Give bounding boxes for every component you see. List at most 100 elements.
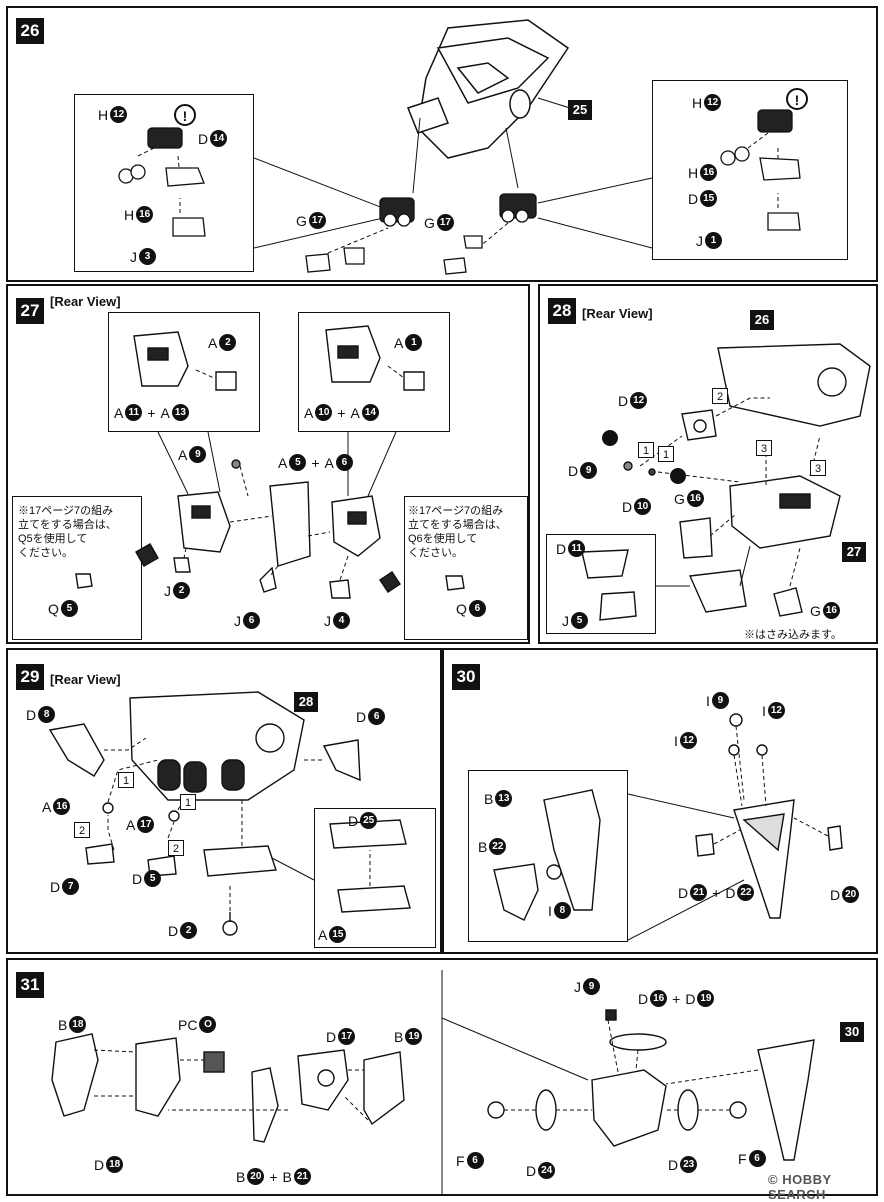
step-27-panel: 27 [Rear View]	[6, 284, 530, 644]
view-label: [Rear View]	[50, 672, 121, 687]
ref-step-26: 26	[750, 310, 774, 330]
step-number: 31	[16, 972, 44, 998]
sequence-marker: 1	[118, 772, 134, 788]
step-number: 28	[548, 298, 576, 324]
sequence-marker: 3	[810, 460, 826, 476]
step-30-drawing	[493, 713, 843, 941]
note-box-right	[404, 496, 528, 640]
view-label: [Rear View]	[50, 294, 121, 309]
step-26-panel: 26	[6, 6, 878, 282]
step-31-drawing	[51, 970, 815, 1196]
sequence-marker: 1	[180, 794, 196, 810]
step-number: 27	[16, 298, 44, 324]
ref-step-30: 30	[840, 1022, 864, 1042]
detail-box-right	[652, 80, 848, 260]
note-right: ※17ページ7の組み 立てをする場合は、 Q6を使用して ください。	[408, 505, 507, 559]
sequence-marker: 1	[638, 442, 654, 458]
step-31-panel: 31	[6, 958, 878, 1202]
caution-icon: !	[174, 104, 196, 126]
note-insert: ※はさみ込みます。	[744, 629, 842, 641]
detail-box-left	[74, 94, 254, 272]
sequence-marker: 1	[658, 446, 674, 462]
sequence-marker: 2	[168, 840, 184, 856]
sequence-marker: 2	[74, 822, 90, 838]
note-box-left	[12, 496, 142, 640]
step-27-drawing	[75, 325, 465, 599]
view-label: [Rear View]	[582, 306, 653, 321]
step-number: 29	[16, 664, 44, 690]
ref-step-25: 25	[568, 100, 592, 120]
step-number: 26	[16, 18, 44, 44]
step-number: 30	[452, 664, 480, 690]
sequence-marker: 2	[712, 388, 728, 404]
step-29-panel: 29 [Rear View]	[6, 648, 442, 954]
step-28-panel: 28 [Rear View]	[538, 284, 878, 644]
caution-icon: !	[786, 88, 808, 110]
ref-step-27: 27	[842, 542, 866, 562]
step-28-drawing	[581, 343, 871, 621]
ref-step-28: 28	[294, 692, 318, 712]
step-26-drawing	[118, 19, 801, 275]
step-29-drawing	[48, 691, 411, 936]
note-left: ※17ページ7の組み 立てをする場合は、 Q5を使用して ください。	[18, 505, 117, 559]
